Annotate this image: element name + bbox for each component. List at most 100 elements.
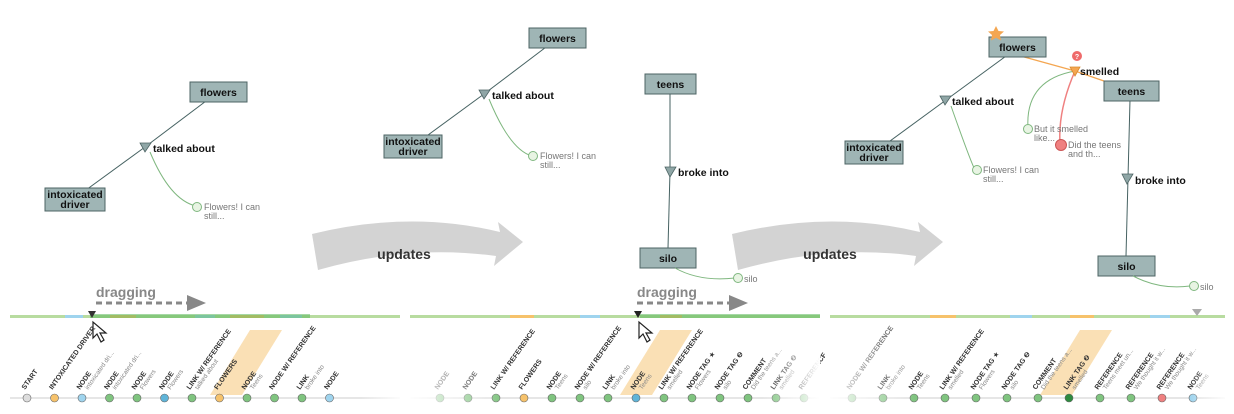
timeline-event-dot[interactable] <box>971 393 981 403</box>
dragging-label: dragging <box>96 284 156 300</box>
timeline-event-dot[interactable] <box>547 393 557 403</box>
link-broke-into[interactable]: broke into <box>1135 175 1186 187</box>
timeline-event-dot[interactable] <box>1157 393 1167 403</box>
question-tag-icon[interactable] <box>1072 51 1082 61</box>
panel-2-graph: talked about flowers intoxicated driver … <box>383 27 758 284</box>
timeline-event-dot[interactable] <box>940 393 950 403</box>
timeline-event[interactable]: NODE <box>323 370 341 403</box>
comment-text-line-2: still... <box>540 160 561 170</box>
timeline-event-dot[interactable] <box>270 393 279 403</box>
comment-icon[interactable] <box>1189 281 1199 291</box>
scrubber-handle-icon[interactable] <box>1192 309 1202 316</box>
timeline-event-sublabel: silo <box>1009 379 1021 391</box>
timeline-selection[interactable] <box>640 314 820 318</box>
timeline-event-dot[interactable] <box>631 393 641 403</box>
timeline-event-dot[interactable] <box>1033 393 1043 403</box>
timeline-selection[interactable] <box>90 314 310 318</box>
node-intoxicated-driver[interactable]: intoxicated driver <box>383 134 443 159</box>
timeline-event-dot[interactable] <box>715 393 725 403</box>
node-flowers[interactable]: flowers <box>528 27 587 49</box>
comment-icon[interactable] <box>528 151 538 161</box>
node-teens[interactable]: teens <box>1103 80 1160 102</box>
timeline-event[interactable]: START <box>21 368 40 403</box>
timeline-event-sublabel: silo <box>722 379 734 391</box>
timeline-event-dot[interactable] <box>575 393 585 403</box>
link-marker-icon <box>664 166 677 178</box>
comment-icon[interactable] <box>1023 124 1033 134</box>
link-broke-into[interactable]: broke into <box>678 167 729 179</box>
timeline-event-dot[interactable] <box>77 393 87 403</box>
timeline-event[interactable]: NODE TAG ★Flowers <box>969 350 1001 403</box>
timeline-event-dot[interactable] <box>50 393 59 403</box>
link-smelled[interactable]: smelled <box>1080 66 1119 78</box>
scrubber-handle-icon[interactable] <box>634 311 642 318</box>
node-label-line-1: intoxicated <box>47 189 102 201</box>
timeline-event-dot[interactable] <box>659 393 669 403</box>
timeline-event-dot[interactable] <box>105 393 114 403</box>
node-flowers[interactable]: flowers <box>189 81 248 103</box>
timeline-event-dot[interactable] <box>519 393 529 403</box>
timeline-event-sublabel: silo <box>582 379 594 391</box>
timeline-event-dot[interactable] <box>1095 393 1105 403</box>
node-teens[interactable]: teens <box>644 73 697 95</box>
link-talked-about[interactable]: talked about <box>492 90 554 102</box>
link-marker-icon <box>1121 173 1134 185</box>
timeline-event-dot[interactable] <box>160 393 169 403</box>
comment-highlighted-icon[interactable] <box>1055 139 1067 151</box>
timeline-event-dot[interactable] <box>1064 393 1074 403</box>
link-marker-icon <box>478 89 491 100</box>
comment-icon[interactable] <box>733 273 743 283</box>
node-label-line-2: driver <box>859 152 888 164</box>
updates-arrow-2: updates <box>732 221 943 270</box>
panel-1-graph: talked about flowers intoxicated driver … <box>44 81 260 221</box>
timeline-event-dot[interactable] <box>215 393 224 403</box>
timeline-event-dot[interactable] <box>187 393 197 403</box>
node-intoxicated-driver[interactable]: intoxicated driver <box>844 140 904 165</box>
link-marker-icon <box>1069 66 1081 77</box>
timeline-event-dot[interactable] <box>325 393 334 403</box>
arrow-right-icon <box>729 295 748 311</box>
timeline-event-dot[interactable] <box>22 393 32 403</box>
timeline-event-dot[interactable] <box>1002 393 1012 403</box>
comment-text-line-1: Did the teens <box>1068 140 1122 150</box>
timeline-event-dot[interactable] <box>297 393 307 403</box>
node-label-line-2: driver <box>60 199 89 211</box>
scrubber-handle-icon[interactable] <box>88 311 96 318</box>
comment-icon[interactable] <box>192 202 202 212</box>
panel-3-graph: talked about smelled ? flowers intoxicat… <box>844 26 1214 292</box>
timeline-event-dot[interactable] <box>1126 393 1136 403</box>
link-talked-about[interactable]: talked about <box>952 96 1014 108</box>
node-flowers[interactable]: flowers <box>988 36 1047 58</box>
comment-icon[interactable] <box>972 165 982 175</box>
timeline-event[interactable]: FLOWERS <box>518 358 544 403</box>
comment-text-line-1: Flowers! I can <box>983 165 1039 175</box>
arrow-right-icon <box>187 295 206 311</box>
node-label: silo <box>659 253 677 265</box>
node-silo[interactable]: silo <box>1097 255 1156 277</box>
timeline-event-dot[interactable] <box>603 393 613 403</box>
node-intoxicated-driver[interactable]: intoxicated driver <box>44 187 106 212</box>
node-label-line-2: driver <box>398 146 427 158</box>
comment-text-line-2: still... <box>983 174 1004 184</box>
link-talked-about[interactable]: talked about <box>153 143 215 155</box>
timeline-event-dot[interactable] <box>743 393 753 403</box>
timeline-event-dot[interactable] <box>242 393 252 403</box>
timeline-event[interactable]: NODE TAG ★Flowers <box>685 350 717 403</box>
star-tag-icon[interactable] <box>988 26 1004 41</box>
node-silo[interactable]: silo <box>639 247 697 269</box>
dragging-indicator-2: dragging <box>637 284 748 311</box>
link-marker-icon <box>939 95 952 106</box>
node-label: teens <box>657 79 685 91</box>
timeline-event-dot[interactable] <box>687 393 697 403</box>
timeline-event-dot[interactable] <box>132 393 142 403</box>
